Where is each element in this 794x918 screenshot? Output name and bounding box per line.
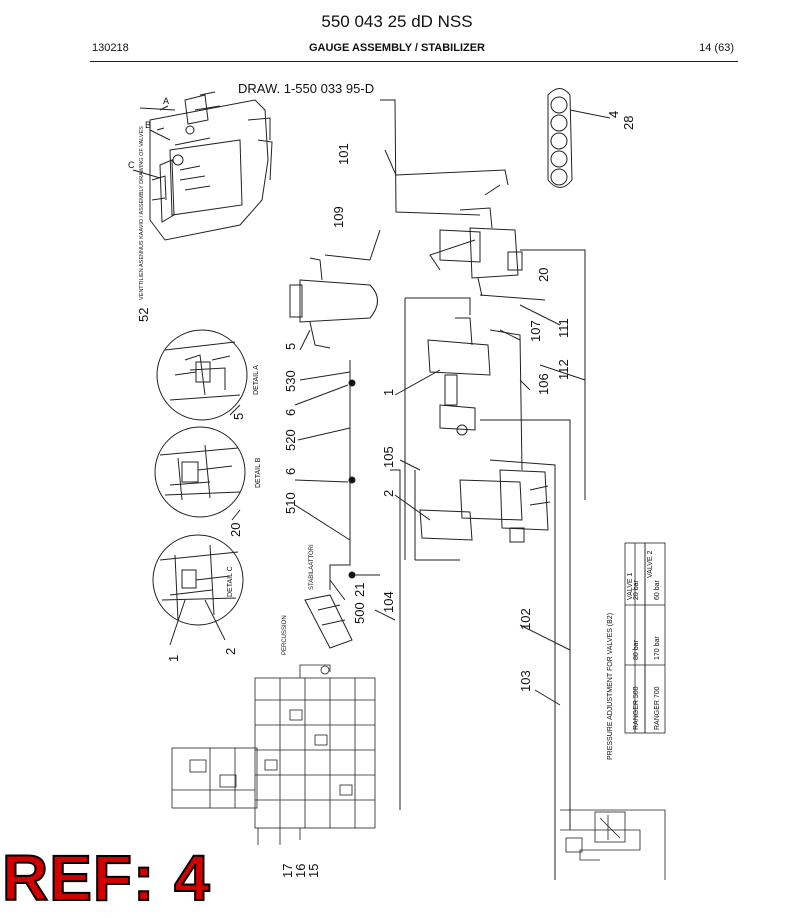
pressure-table-title: PRESSURE ADJUSTMENT FOR VALVES (B2) (607, 613, 614, 760)
detail-a-circle (156, 329, 248, 421)
callout-510: 510 (283, 492, 298, 514)
callout-2b: 2 (223, 648, 238, 655)
pressure-row1-model: RANGER 500 (633, 686, 640, 730)
callout-102: 102 (518, 608, 533, 630)
document-code: 130218 (92, 42, 129, 54)
callout-106: 106 (536, 373, 551, 395)
callout-16: 16 (293, 864, 308, 878)
detail-b-circle (154, 426, 246, 518)
detail-a-title: DETAIL A (253, 365, 260, 395)
callout-labels: DRAW. 1-550 033 95-D 4 28 101 109 20 107… (128, 81, 636, 878)
callout-112: 112 (556, 359, 571, 380)
callout-520: 520 (283, 429, 298, 451)
callout-2a: 2 (381, 490, 396, 497)
callout-105: 105 (381, 446, 396, 468)
callout-21: 21 (352, 583, 367, 597)
assembly-sketch (132, 91, 273, 241)
callout-1b: 1 (166, 655, 181, 662)
pressure-row2-model: RANGER 700 (654, 686, 661, 730)
hydraulic-schematic (171, 664, 666, 880)
callout-107: 107 (528, 320, 543, 342)
pressure-table: PRESSURE ADJUSTMENT FOR VALVES (B2) VALV… (607, 551, 661, 760)
callout-104: 104 (381, 591, 396, 613)
callout-28: 28 (621, 116, 636, 130)
section-title: GAUGE ASSEMBLY / STABILIZER (308, 42, 486, 54)
callout-20a: 20 (536, 268, 551, 282)
callout-101: 101 (336, 143, 351, 165)
callout-15: 15 (306, 864, 321, 878)
pressure-row2-v2: 60 bar (654, 579, 661, 600)
accumulator (289, 257, 378, 349)
callout-500: 500 (352, 602, 367, 624)
callout-A: A (163, 96, 169, 106)
upper-valve-block (439, 184, 523, 297)
callout-5b: 5 (231, 413, 246, 420)
middle-valve-block (427, 317, 491, 436)
callout-4: 4 (606, 111, 621, 118)
detail-b-title: DETAIL B (255, 457, 262, 488)
callout-B: B (145, 120, 151, 130)
callout-530: 530 (283, 370, 298, 392)
stabilizer-label: STABILAATTORI (309, 544, 315, 590)
callout-1a: 1 (381, 389, 396, 396)
callout-103: 103 (518, 670, 533, 692)
document-title: 550 043 25 dD NSS (321, 12, 473, 31)
callout-6b: 6 (283, 468, 298, 475)
drawing-reference: DRAW. 1-550 033 95-D (238, 81, 374, 96)
pressure-row1-v2: 20 bar (633, 579, 640, 600)
callout-5a: 5 (283, 343, 298, 350)
callout-52: 52 (136, 308, 151, 322)
stabilizer-valve (304, 594, 353, 649)
callout-20b: 20 (228, 523, 243, 537)
pressure-row2-v1: 170 bar (654, 636, 661, 660)
pressure-table-frame (624, 542, 666, 734)
header-rule (90, 61, 738, 62)
percussion-label: PERCUSSION (282, 615, 288, 655)
callout-17: 17 (280, 864, 295, 878)
page-number: 14 (63) (699, 42, 734, 54)
pressure-table-col-valve2: VALVE 2 (647, 551, 654, 578)
ref-label: REF: 4 (1, 842, 211, 914)
callout-111: 111 (556, 318, 571, 338)
valve-assembly-note: VENTTILIEN ASENNUS KAAVIO / ASSEMBLY DRA… (139, 126, 145, 300)
lower-valve-block (419, 469, 551, 543)
pressure-row1-v1: 80 bar (633, 639, 640, 660)
gauge-panel (547, 88, 611, 188)
callout-109: 109 (331, 206, 346, 228)
callout-6a: 6 (283, 409, 298, 416)
detail-c-circle (152, 534, 244, 646)
pressure-table-col-valve1: VALVE 1 (627, 573, 634, 600)
callout-C: C (128, 160, 135, 170)
detail-c-title: DETAIL C (227, 566, 234, 597)
